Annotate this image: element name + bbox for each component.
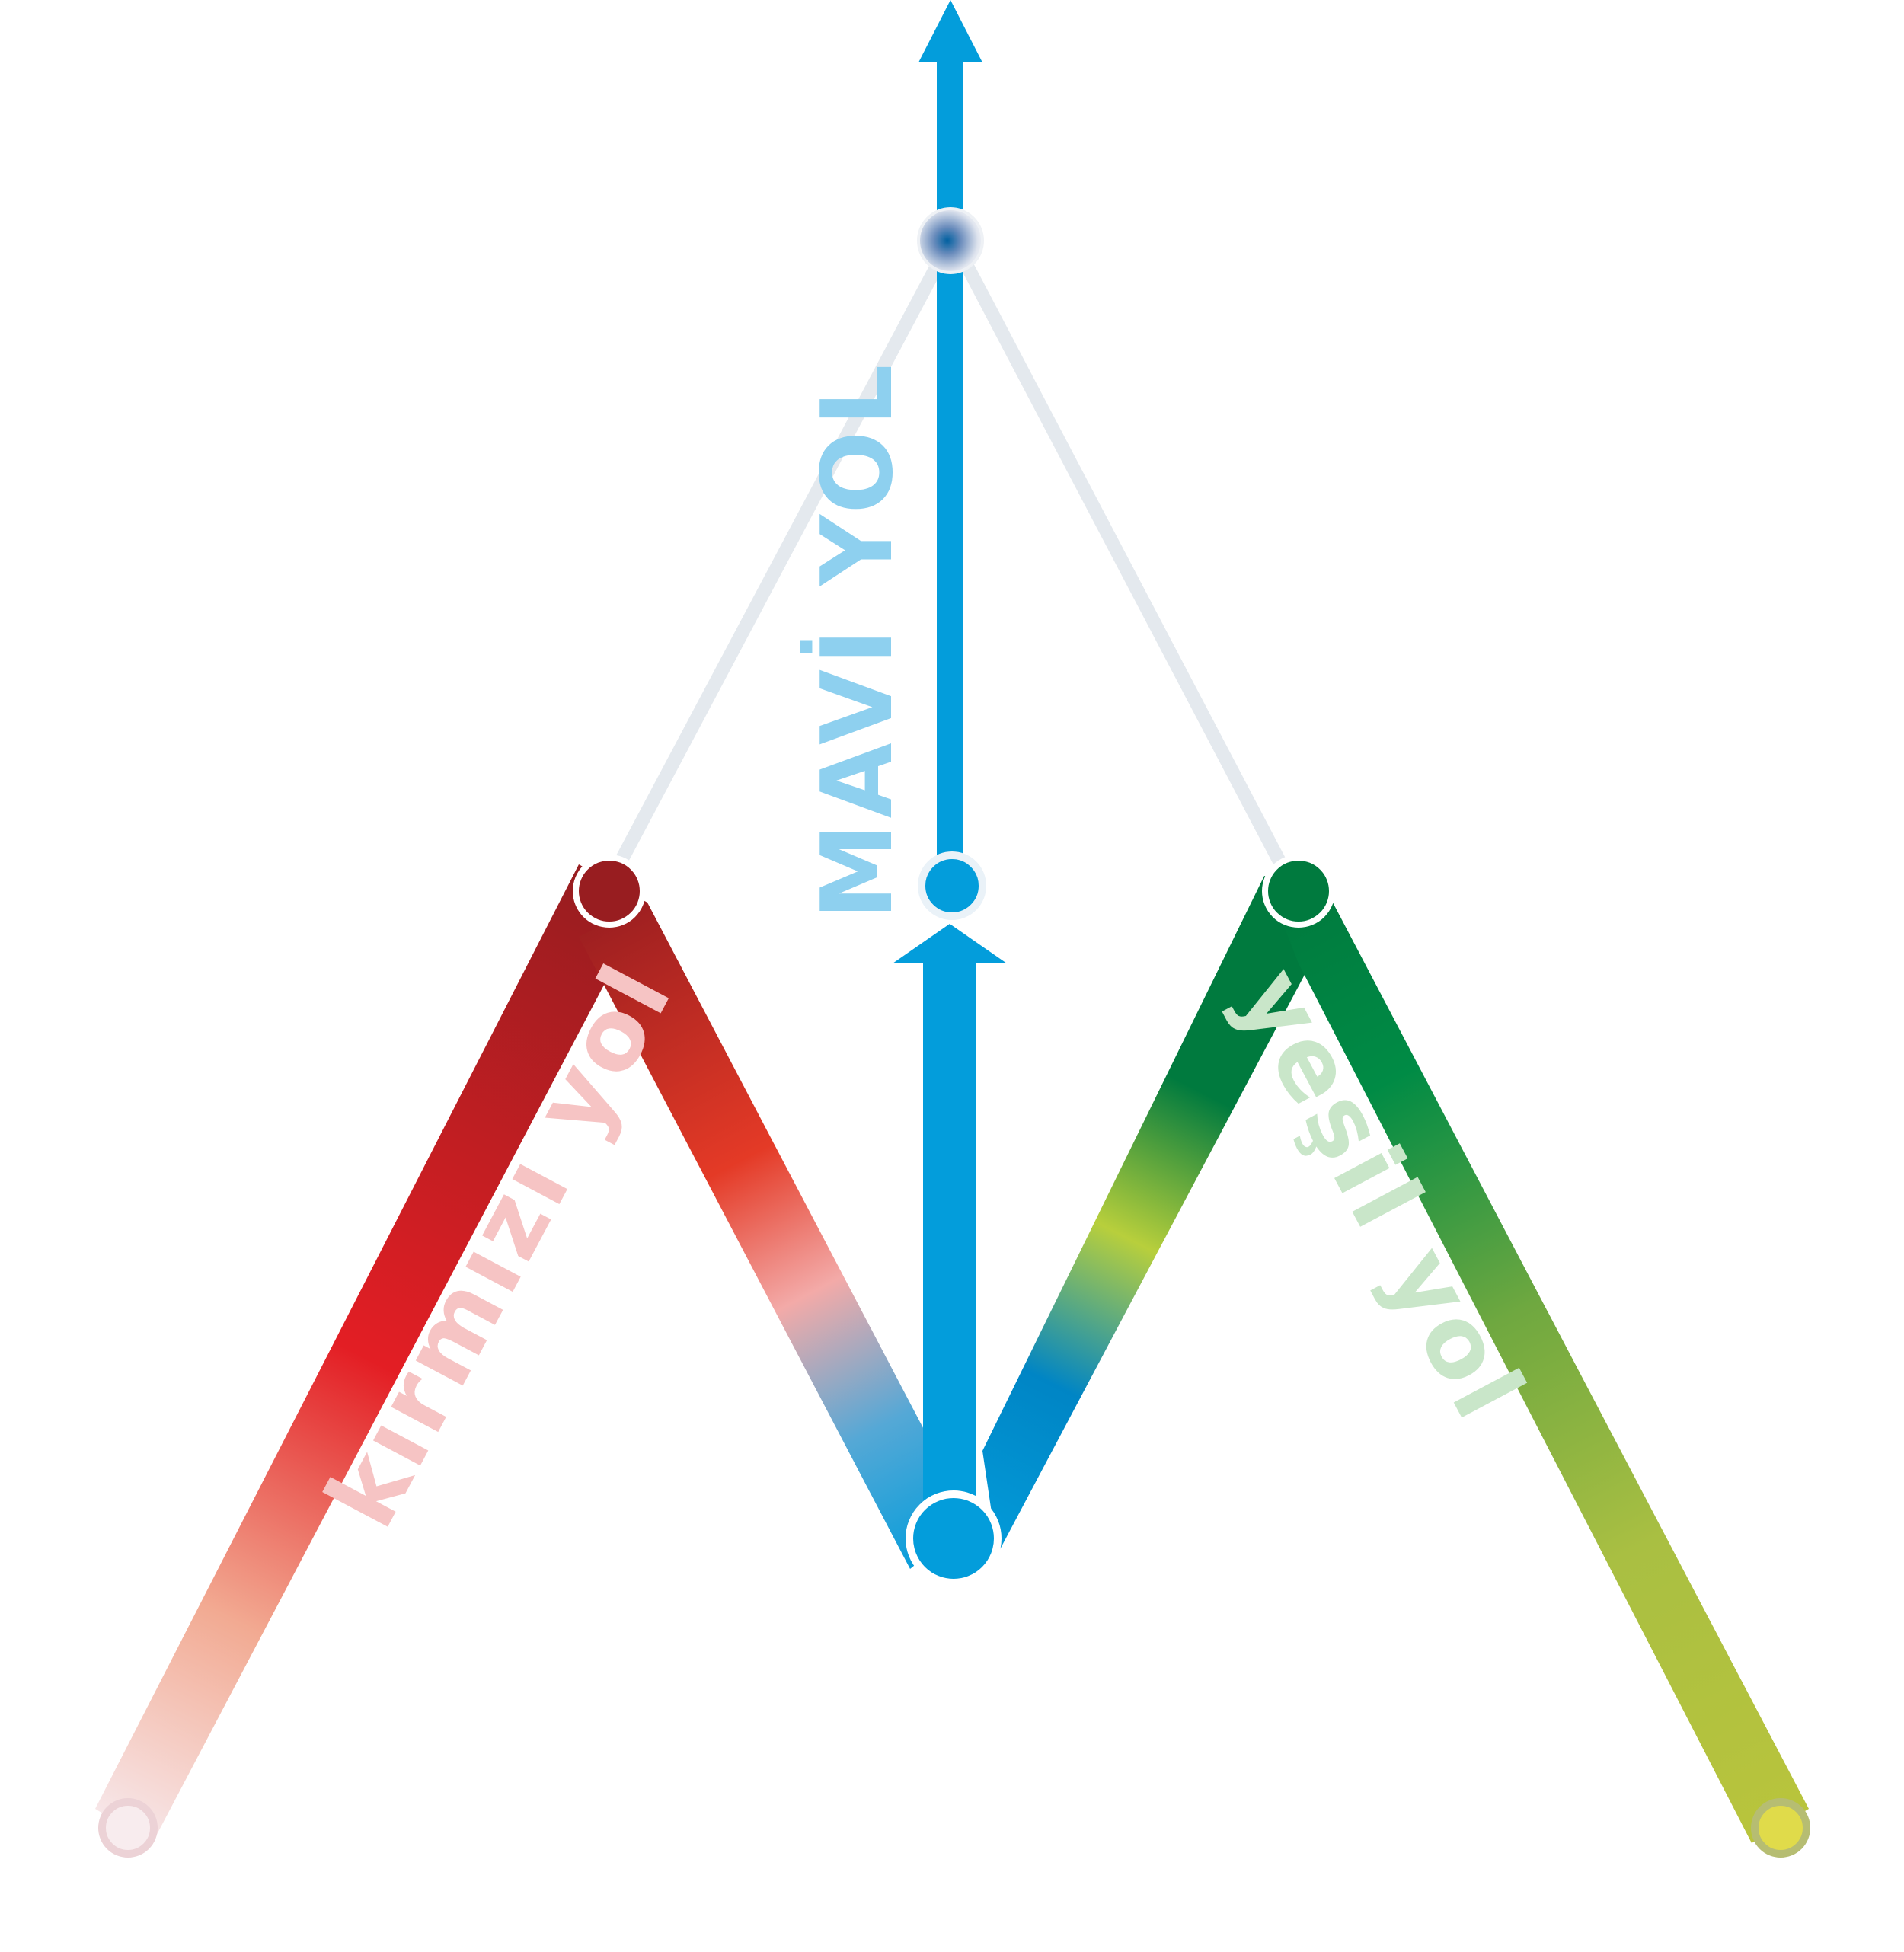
node-red-start: [98, 1798, 158, 1858]
node-blue-middle: [918, 851, 986, 920]
red-path-right-segment: [579, 903, 952, 1569]
grey-line-right: [957, 252, 1294, 883]
red-path-left-segment: [95, 864, 647, 1843]
blue-path-label: MAVİ YOL: [800, 359, 915, 920]
circle-node-icon: [98, 207, 1810, 1858]
green-path-left-segment: [982, 876, 1333, 1554]
blue-lower-arrow: [893, 924, 1007, 1531]
arrow-up-icon: [918, 0, 982, 867]
node-green-end: [1751, 1798, 1810, 1858]
green-path-right-segment: [1264, 876, 1809, 1843]
grey-line-left: [606, 252, 947, 883]
node-top: [917, 207, 984, 274]
node-green-peak: [1262, 855, 1335, 928]
node-blue-bottom: [906, 1490, 1002, 1586]
node-red-peak: [573, 855, 646, 928]
